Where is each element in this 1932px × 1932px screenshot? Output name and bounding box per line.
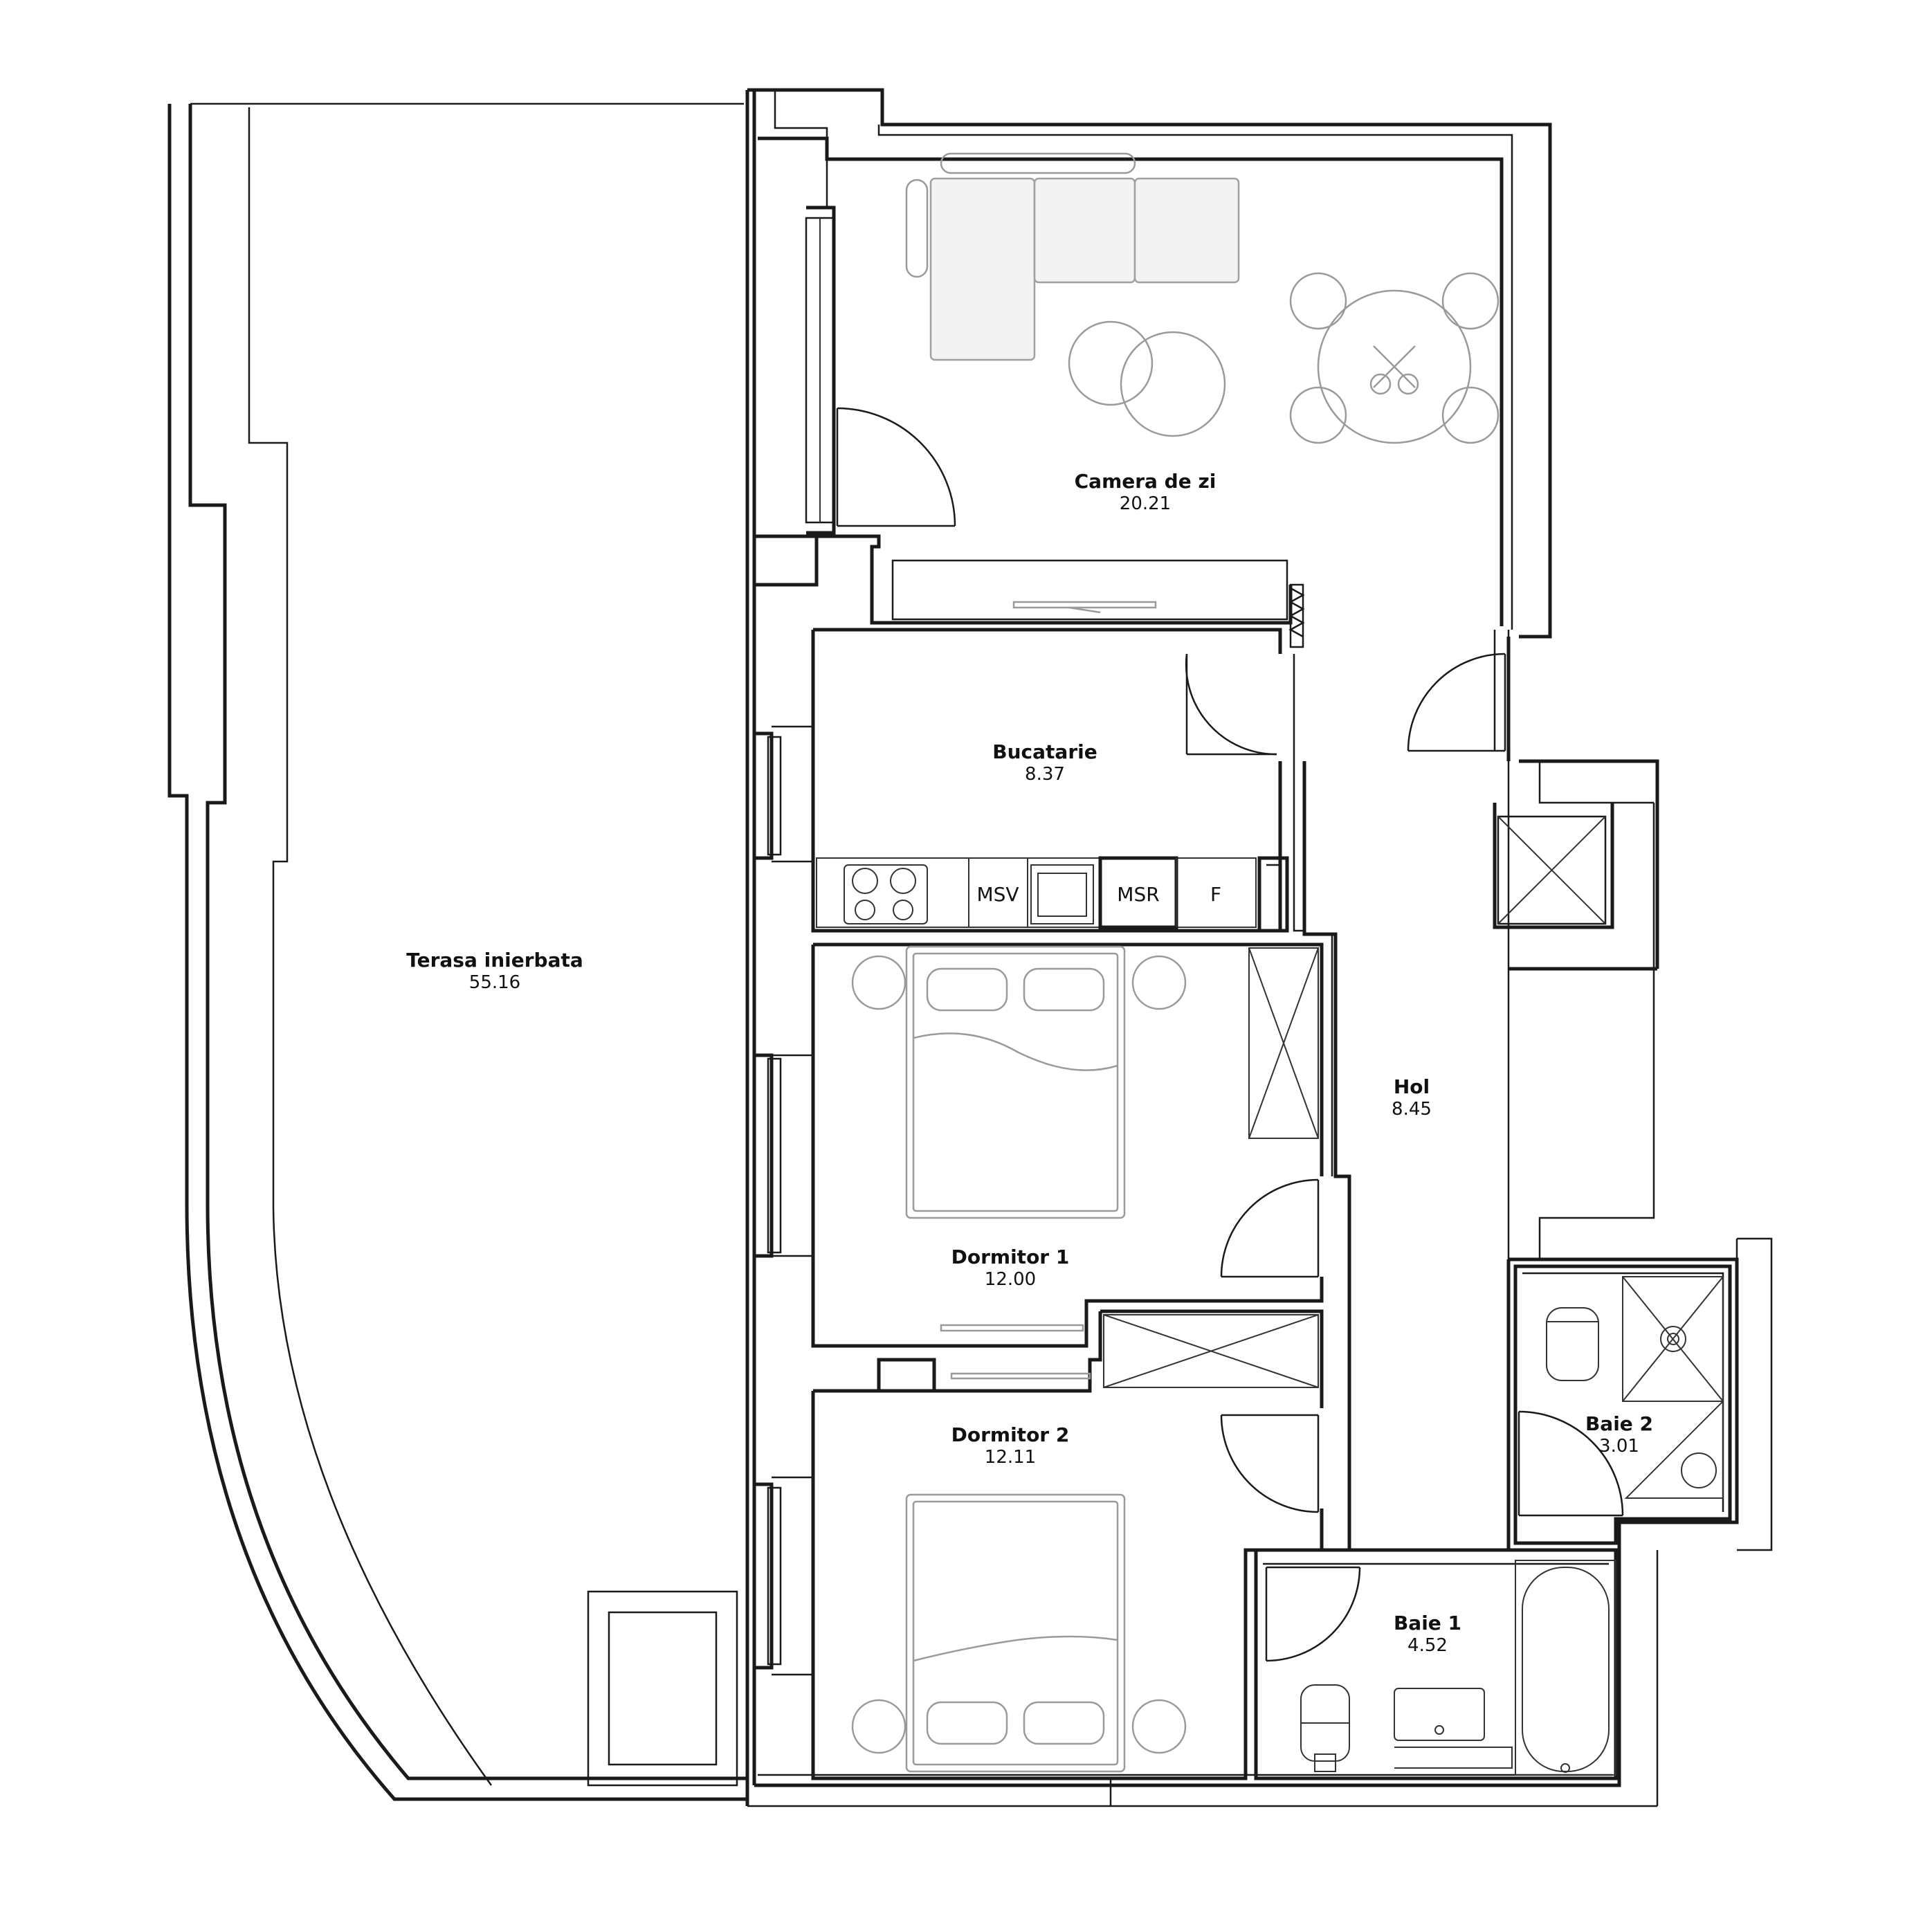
living-door-arc xyxy=(837,407,956,527)
bathroom1-name: Baie 1 xyxy=(1394,1612,1461,1634)
bed-2 xyxy=(905,1493,1126,1773)
sofa xyxy=(905,152,1240,361)
hob xyxy=(844,864,928,924)
living-room-name: Camera de zi xyxy=(1075,470,1216,493)
bathroom2-area: 3.01 xyxy=(1599,1436,1639,1457)
bathroom2-name: Baie 2 xyxy=(1585,1412,1653,1435)
hallway-area: 8.45 xyxy=(1392,1099,1432,1120)
washing-machine-label: MSR xyxy=(1117,883,1159,906)
bathroom-2: Baie 2 3.01 xyxy=(1513,1264,1732,1545)
bathtub xyxy=(1522,1567,1610,1772)
dining-set xyxy=(1289,272,1500,444)
bathroom-1: Baie 1 4.52 xyxy=(1254,1548,1618,1780)
installation-shaft xyxy=(1497,815,1607,925)
apartment-walls xyxy=(745,88,1773,1807)
hallway-name: Hol xyxy=(1394,1075,1430,1098)
bedroom2-door-arc xyxy=(1220,1414,1319,1513)
kitchen-area: 8.37 xyxy=(1025,764,1065,785)
dishwasher-label: MSV xyxy=(976,883,1019,906)
terrace-area: 55.16 xyxy=(469,972,520,993)
bathroom1-door-arc xyxy=(1266,1567,1361,1662)
bedroom2-name: Dormitor 2 xyxy=(951,1423,1070,1446)
bedroom2-area: 12.11 xyxy=(985,1447,1036,1468)
bedroom1-door-arc xyxy=(1220,1178,1319,1277)
bedroom1-name: Dormitor 1 xyxy=(951,1246,1070,1268)
kitchen-name: Bucatarie xyxy=(992,740,1097,763)
sink-1 xyxy=(1394,1688,1485,1741)
bedroom1-area: 12.00 xyxy=(985,1269,1036,1290)
bedroom-2: Dormitor 2 12.11 xyxy=(754,1309,1324,1806)
wardrobe-2 xyxy=(1103,1314,1319,1388)
living-room: Camera de zi 20.21 xyxy=(754,152,1500,648)
hall-door-arc xyxy=(1407,653,1506,751)
bed-1 xyxy=(905,945,1126,1219)
bathroom1-area: 4.52 xyxy=(1407,1635,1448,1656)
toilet-2 xyxy=(1546,1307,1599,1381)
coffee-table-large xyxy=(1120,331,1226,437)
wardrobe-1 xyxy=(1248,947,1319,1139)
kitchen: MSV MSR F Bucatarie 8.37 xyxy=(754,628,1306,933)
terrace-name: Terasa inierbata xyxy=(406,949,583,972)
kitchen-door-arc xyxy=(1185,653,1277,756)
living-room-area: 20.21 xyxy=(1120,493,1171,514)
tv-cabinet xyxy=(891,559,1288,621)
bathroom2-door-arc xyxy=(1518,1410,1624,1516)
corner-sink xyxy=(1624,1399,1724,1499)
terrace xyxy=(167,102,747,1801)
hallway: Hol 8.45 xyxy=(1302,630,1614,1552)
shower xyxy=(1622,1276,1724,1402)
bedroom-1: Dormitor 1 12.00 xyxy=(754,942,1324,1348)
fridge-label: F xyxy=(1210,883,1221,906)
coffee-table-small xyxy=(1068,320,1154,406)
sink xyxy=(1030,864,1094,924)
